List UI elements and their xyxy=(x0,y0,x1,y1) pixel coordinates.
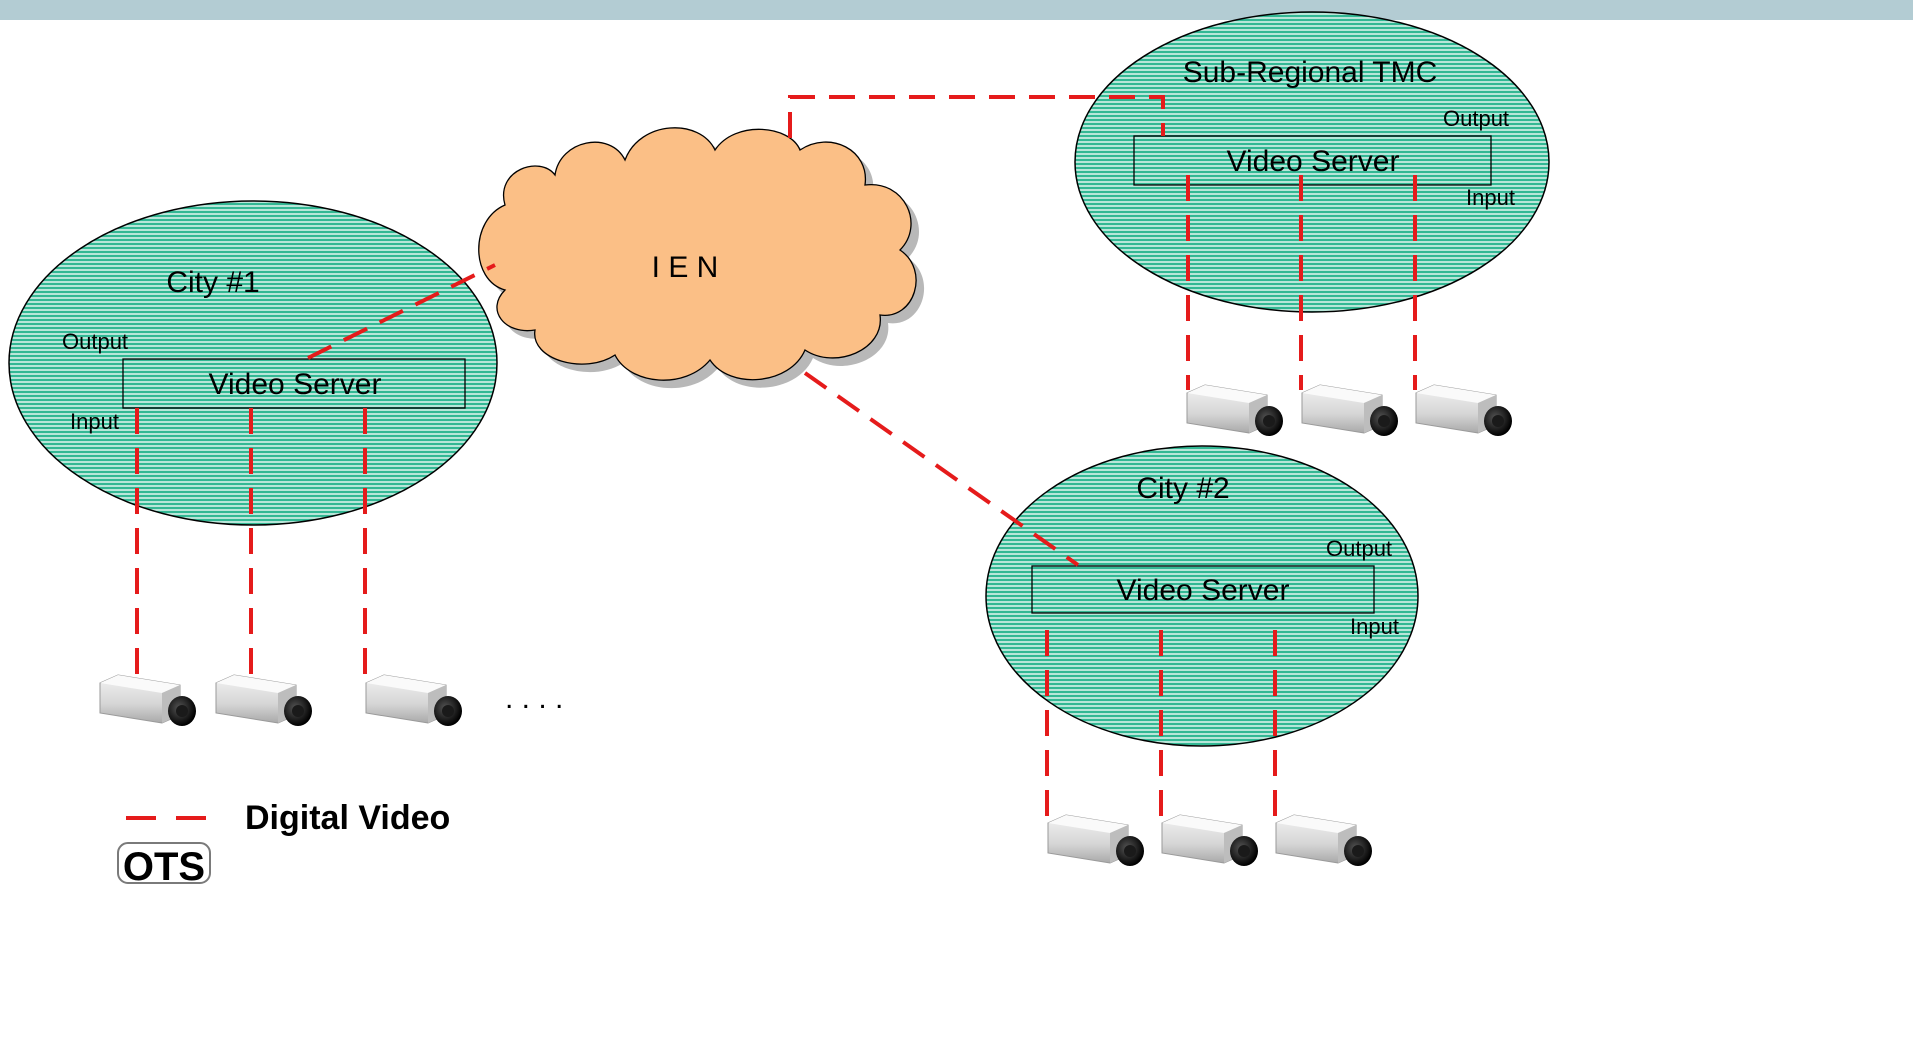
tmc-ellipse xyxy=(1074,11,1550,313)
legend-digital-video-label: Digital Video xyxy=(245,799,450,837)
city1-output-label: Output xyxy=(62,329,128,354)
city1-server-label: Video Server xyxy=(209,368,382,401)
city1-title: City #1 xyxy=(166,266,259,299)
camera-icon xyxy=(1301,384,1399,437)
ots-logo: OTS xyxy=(117,842,211,889)
city2-title: City #2 xyxy=(1136,472,1229,505)
link-tmc-ien xyxy=(788,95,1165,138)
tmc-server-label: Video Server xyxy=(1227,145,1400,178)
digital-video-links xyxy=(135,95,1417,823)
city2-server-label: Video Server xyxy=(1117,574,1290,607)
city2-input-label: Input xyxy=(1350,614,1399,639)
ien-cloud xyxy=(478,127,925,389)
tmc-input-label: Input xyxy=(1466,185,1515,210)
city1-video-server xyxy=(122,358,466,409)
tmc-title: Sub-Regional TMC xyxy=(1183,56,1438,89)
city2-output-label: Output xyxy=(1326,536,1392,561)
camera-icon xyxy=(365,674,463,727)
link-city1-ien xyxy=(307,263,496,360)
city2-video-server xyxy=(1031,565,1375,614)
camera-icon xyxy=(1186,384,1284,437)
camera-icon xyxy=(1047,814,1145,867)
city1-ellipse xyxy=(8,200,498,526)
svg-text:OTS: OTS xyxy=(123,845,205,889)
more-cameras-ellipsis: . . . . xyxy=(505,682,563,715)
camera-icon xyxy=(1415,384,1513,437)
camera-icon xyxy=(1275,814,1373,867)
tmc-output-label: Output xyxy=(1443,106,1509,131)
ien-label: I E N xyxy=(652,251,719,284)
camera-icon xyxy=(1161,814,1259,867)
city1-input-label: Input xyxy=(70,409,119,434)
tmc-video-server xyxy=(1133,135,1492,186)
city2-ellipse xyxy=(985,445,1419,747)
camera-icon xyxy=(99,674,197,727)
link-ien-city2 xyxy=(803,371,1080,567)
top-banner xyxy=(0,0,1913,20)
camera-icon xyxy=(215,674,313,727)
